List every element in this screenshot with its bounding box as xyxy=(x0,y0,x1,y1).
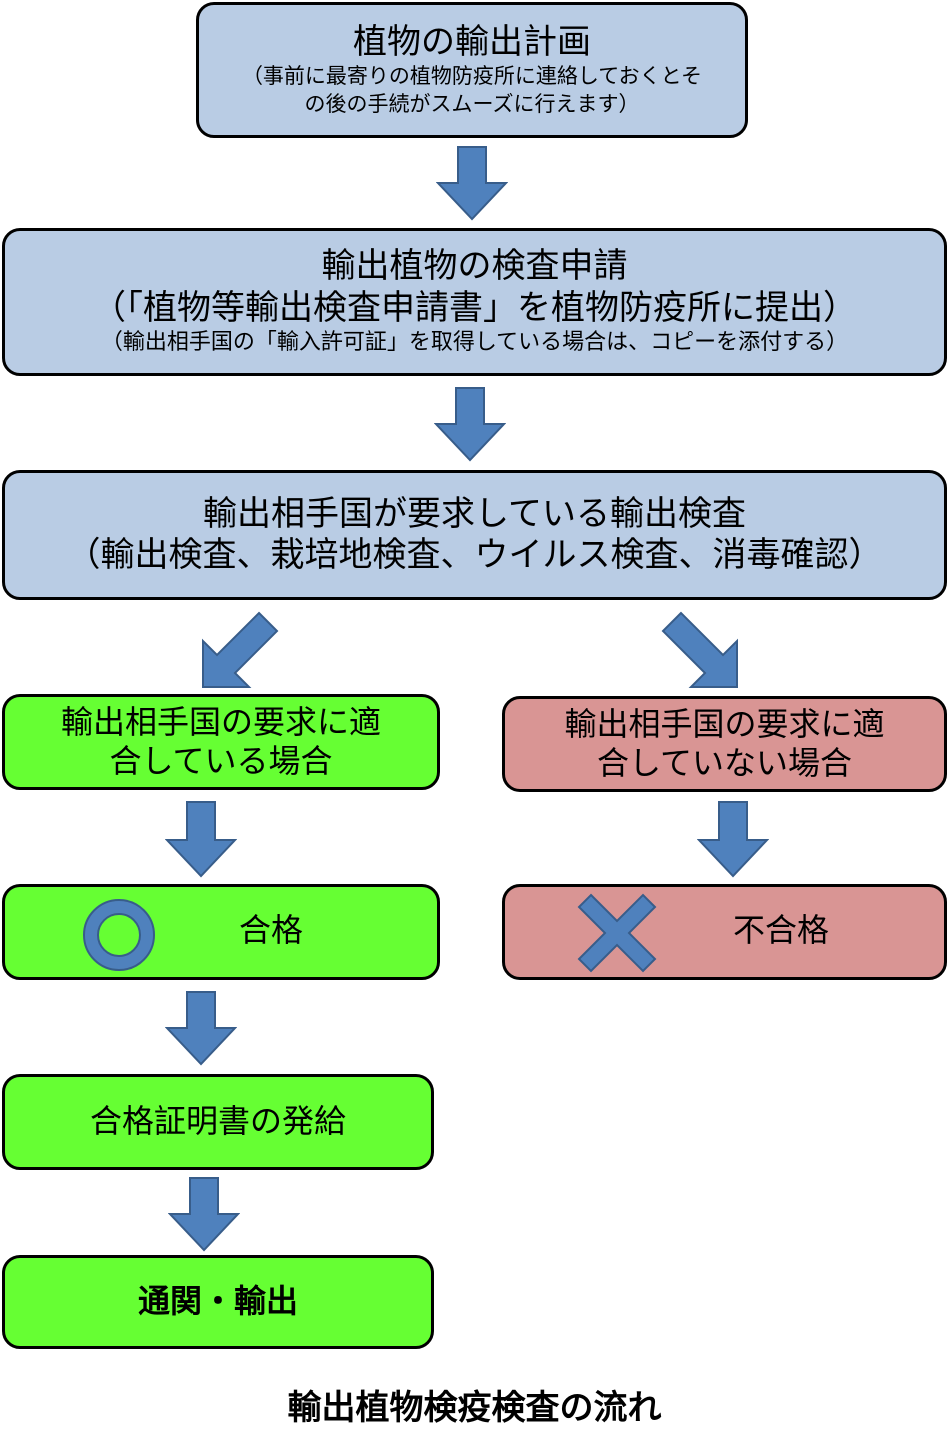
noncompliant-case-line1: 輸出相手国の要求に適 xyxy=(564,704,885,743)
inspection-line2: （輸出検査、栽培地検査、ウイルス検査、消毒確認） xyxy=(66,535,883,575)
plan-title: 植物の輸出計画 xyxy=(353,21,591,62)
apply-line3: （輸出相手国の「輸入許可証」を取得している場合は、コピーを添付する） xyxy=(100,330,849,356)
down-arrow-icon xyxy=(165,991,237,1066)
compliant-case-box: 輸出相手国の要求に適 合している場合 xyxy=(2,694,440,790)
apply-line2: （「植物等輸出検査申請書」を植物防疫所に提出） xyxy=(92,287,857,328)
noncompliant-case-box: 輸出相手国の要求に適 合していない場合 xyxy=(502,696,947,792)
compliant-case-line2: 合している場合 xyxy=(109,742,333,780)
down-arrow-icon xyxy=(168,1177,240,1252)
fail-box: 不合格 xyxy=(502,884,947,980)
compliant-case-line1: 輸出相手国の要求に適 xyxy=(60,702,381,741)
pass-box: 合格 xyxy=(2,884,440,980)
plan-note-line2: の後の手続がスムーズに行えます） xyxy=(304,91,640,116)
export-box: 通関・輸出 xyxy=(2,1255,434,1349)
down-left-arrow-icon xyxy=(202,611,279,688)
down-arrow-icon xyxy=(436,146,508,221)
down-arrow-icon xyxy=(434,387,506,462)
circle-icon xyxy=(83,899,155,971)
fail-label: 不合格 xyxy=(733,911,830,949)
down-arrow-icon xyxy=(697,801,769,878)
inspection-line1: 輸出相手国が要求している輸出検査 xyxy=(203,493,746,534)
export-label: 通関・輸出 xyxy=(137,1282,298,1321)
down-right-arrow-icon xyxy=(661,611,738,688)
certificate-label: 合格証明書の発給 xyxy=(89,1102,346,1141)
apply-title: 輸出植物の検査申請 xyxy=(321,246,628,287)
pass-label: 合格 xyxy=(239,911,304,949)
diagram-caption: 輸出植物検疫検査の流れ xyxy=(287,1388,662,1428)
plan-note-line1: （事前に最寄りの植物防疫所に連絡しておくとそ xyxy=(241,64,703,89)
plan-box: 植物の輸出計画 （事前に最寄りの植物防疫所に連絡しておくとそ の後の手続がスムー… xyxy=(196,2,748,138)
apply-box: 輸出植物の検査申請 （「植物等輸出検査申請書」を植物防疫所に提出） （輸出相手国… xyxy=(2,228,947,376)
inspection-box: 輸出相手国が要求している輸出検査 （輸出検査、栽培地検査、ウイルス検査、消毒確認… xyxy=(2,470,947,600)
certificate-box: 合格証明書の発給 xyxy=(2,1074,434,1170)
down-arrow-icon xyxy=(165,801,237,878)
cross-icon xyxy=(577,893,657,973)
noncompliant-case-line2: 合していない場合 xyxy=(596,744,853,782)
